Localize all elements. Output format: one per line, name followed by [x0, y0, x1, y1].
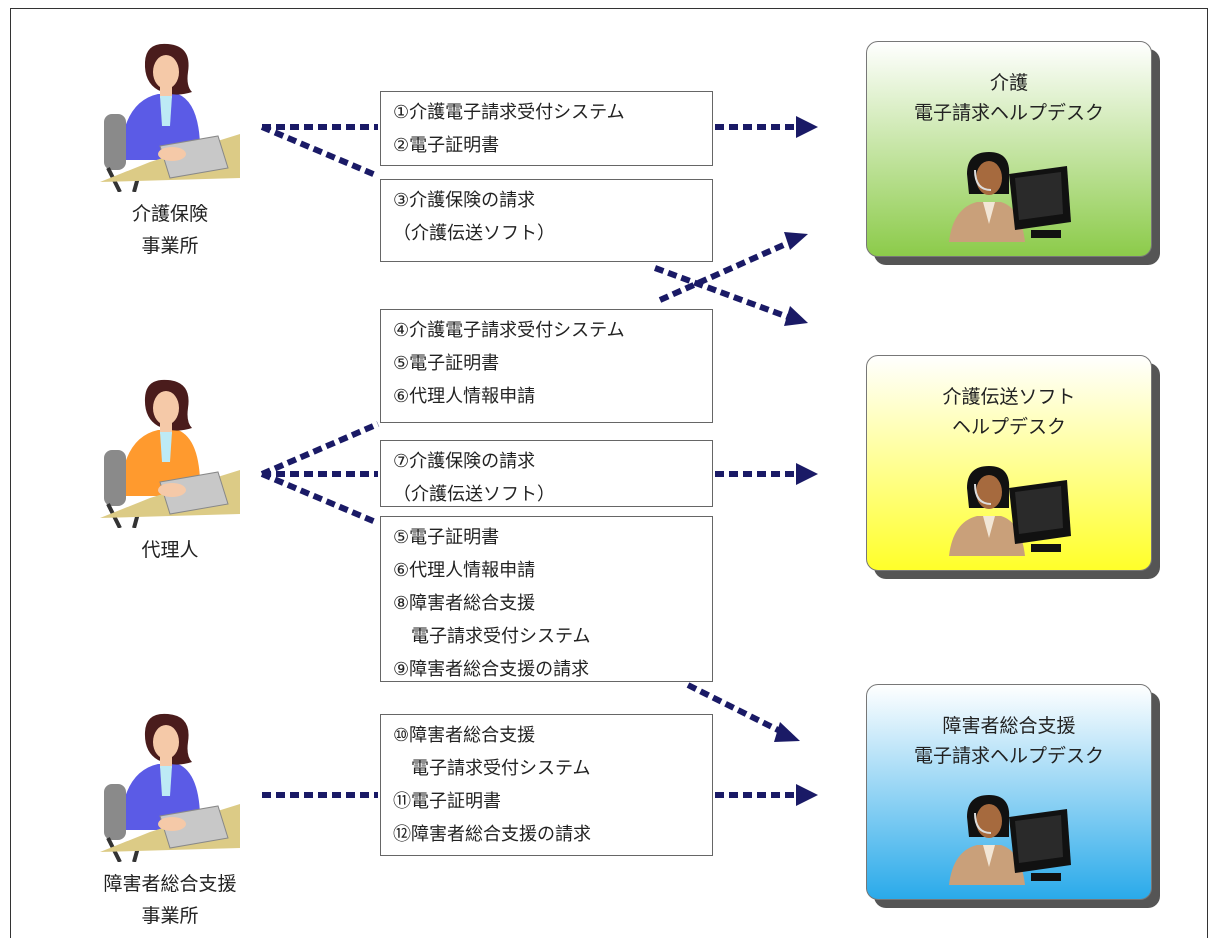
helpdesk-shogai: 障害者総合支援電子請求ヘルプデスク: [866, 684, 1160, 908]
sender-agent: 代理人: [100, 378, 240, 566]
sender-shogai-office: 障害者総合支援事業所: [100, 712, 240, 932]
topic-box-1: ①介護電子請求受付システム ②電子証明書: [380, 91, 713, 166]
support-operator-icon: [949, 466, 1071, 556]
helpdesk-box: 介護電子請求ヘルプデスク: [866, 41, 1152, 257]
topic-box-6: ⑩障害者総合支援 電子請求受付システム ⑪電子証明書 ⑫障害者総合支援の請求: [380, 714, 713, 856]
sender-label: 代理人: [141, 539, 199, 561]
office-worker-icon: [100, 43, 240, 192]
topic-box-2: ③介護保険の請求 （介護伝送ソフト）: [380, 179, 713, 262]
support-operator-icon: [949, 152, 1071, 242]
topic-box-5: ⑤電子証明書 ⑥代理人情報申請 ⑧障害者総合支援 電子請求受付システム ⑨障害者…: [380, 516, 713, 682]
support-operator-icon: [949, 795, 1071, 885]
helpdesk-kaigo-denshi: 介護電子請求ヘルプデスク: [866, 41, 1160, 265]
office-worker-icon: [100, 713, 240, 862]
helpdesk-box: 介護伝送ソフトヘルプデスク: [866, 355, 1152, 571]
office-worker-icon: [100, 379, 240, 528]
diagram-frame: [10, 8, 1208, 938]
sender-label: 障害者総合支援事業所: [103, 873, 237, 927]
helpdesk-box: 障害者総合支援電子請求ヘルプデスク: [866, 684, 1152, 900]
helpdesk-kaigo-densou: 介護伝送ソフトヘルプデスク: [866, 355, 1160, 579]
topic-box-3: ④介護電子請求受付システム ⑤電子証明書 ⑥代理人情報申請: [380, 309, 713, 423]
sender-kaigo-office: 介護保険事業所: [100, 42, 240, 262]
topic-box-4: ⑦介護保険の請求 （介護伝送ソフト）: [380, 440, 713, 507]
sender-label: 介護保険事業所: [131, 203, 208, 257]
